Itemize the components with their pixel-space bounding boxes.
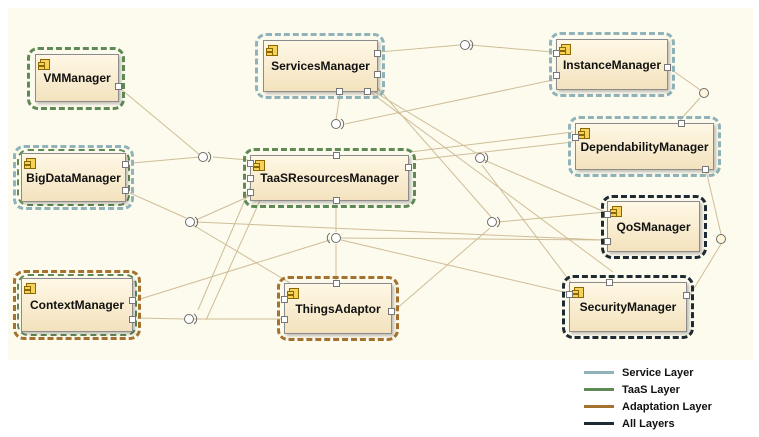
port — [247, 175, 254, 182]
port — [333, 152, 340, 159]
instance-manager-label: InstanceManager — [562, 57, 662, 72]
legend-item-service-layer: Service Layer — [584, 364, 712, 381]
legend-label: Service Layer — [622, 366, 694, 379]
services-manager-label: ServicesManager — [271, 59, 370, 73]
context-manager-component[interactable]: ContextManager — [21, 278, 136, 332]
things-adaptor-label: ThingsAdaptor — [295, 301, 381, 316]
port — [683, 292, 690, 299]
instance-manager-component[interactable]: InstanceManager — [553, 39, 671, 90]
port — [281, 316, 288, 323]
port — [122, 187, 129, 194]
legend-item-taas-layer: TaaS Layer — [584, 381, 712, 398]
instance-manager-group — [549, 32, 675, 97]
security-manager-group — [562, 275, 694, 339]
legend: Service Layer TaaS Layer Adaptation Laye… — [584, 364, 712, 432]
port — [702, 166, 709, 173]
port — [388, 308, 395, 315]
bigdata-manager-label: BigDataManager — [26, 170, 121, 185]
vm-manager-label: VMManager — [43, 71, 111, 85]
port — [606, 279, 613, 286]
security-manager-component[interactable]: SecurityManager — [566, 279, 690, 332]
vm-manager-component[interactable]: VMManager — [35, 54, 122, 102]
port — [374, 50, 381, 57]
dependability-manager-component[interactable]: DependabilityManager — [572, 120, 714, 173]
qos-manager-component[interactable]: QoSManager — [604, 201, 700, 252]
port — [115, 83, 122, 90]
dependability-manager-group — [568, 116, 721, 177]
port — [333, 197, 340, 204]
legend-swatch — [584, 371, 614, 374]
port — [333, 280, 340, 287]
component-icon — [559, 44, 571, 55]
port — [364, 88, 371, 95]
legend-swatch — [584, 422, 614, 425]
legend-swatch — [584, 405, 614, 408]
port — [247, 189, 254, 196]
security-manager-label: SecurityManager — [579, 300, 677, 314]
component-icon — [610, 206, 622, 217]
port — [129, 316, 136, 323]
context-manager-group — [13, 270, 141, 340]
legend-item-adaptation-layer: Adaptation Layer — [584, 398, 712, 415]
port — [553, 50, 560, 57]
port — [664, 64, 671, 71]
component-icon — [266, 45, 278, 56]
component-icon — [253, 160, 265, 171]
dependability-manager-label: DependabilityManager — [580, 139, 709, 154]
things-adaptor-component[interactable]: ThingsAdaptor — [281, 280, 395, 334]
component-icon — [578, 128, 590, 139]
legend-swatch — [584, 388, 614, 391]
vm-manager-group — [27, 47, 125, 110]
component-icon — [24, 283, 36, 294]
port — [336, 88, 343, 95]
services-manager-group — [255, 33, 385, 99]
component-icon — [38, 59, 50, 70]
legend-label: All Layers — [622, 417, 675, 430]
component-icon — [572, 287, 584, 298]
port — [129, 297, 136, 304]
port — [566, 291, 573, 298]
services-manager-component[interactable]: ServicesManager — [263, 40, 381, 95]
port — [604, 238, 611, 245]
taas-resources-manager-component[interactable]: TaaSResourcesManager — [247, 152, 412, 204]
port — [122, 161, 129, 168]
taas-resources-manager-group — [243, 148, 416, 208]
things-adaptor-group — [277, 276, 399, 341]
port — [247, 160, 254, 167]
context-manager-inner-group — [17, 274, 137, 336]
legend-label: Adaptation Layer — [622, 400, 712, 413]
context-manager-label: ContextManager — [29, 298, 124, 312]
port — [553, 72, 560, 79]
qos-manager-group — [601, 195, 707, 259]
bigdata-manager-inner-group — [17, 149, 130, 206]
legend-label: TaaS Layer — [622, 383, 680, 396]
component-icon — [24, 158, 36, 169]
legend-item-all-layers: All Layers — [584, 415, 712, 432]
port — [281, 296, 288, 303]
bigdata-manager-component[interactable]: BigDataManager — [21, 153, 129, 202]
bigdata-manager-group — [13, 145, 134, 210]
component-icon — [287, 288, 299, 299]
port — [374, 71, 381, 78]
taas-resources-manager-label: TaaSResourcesManager — [260, 171, 399, 185]
port — [405, 164, 412, 171]
port — [604, 211, 611, 218]
qos-manager-label: QoSManager — [616, 219, 691, 234]
port — [572, 134, 579, 141]
port — [678, 120, 685, 127]
